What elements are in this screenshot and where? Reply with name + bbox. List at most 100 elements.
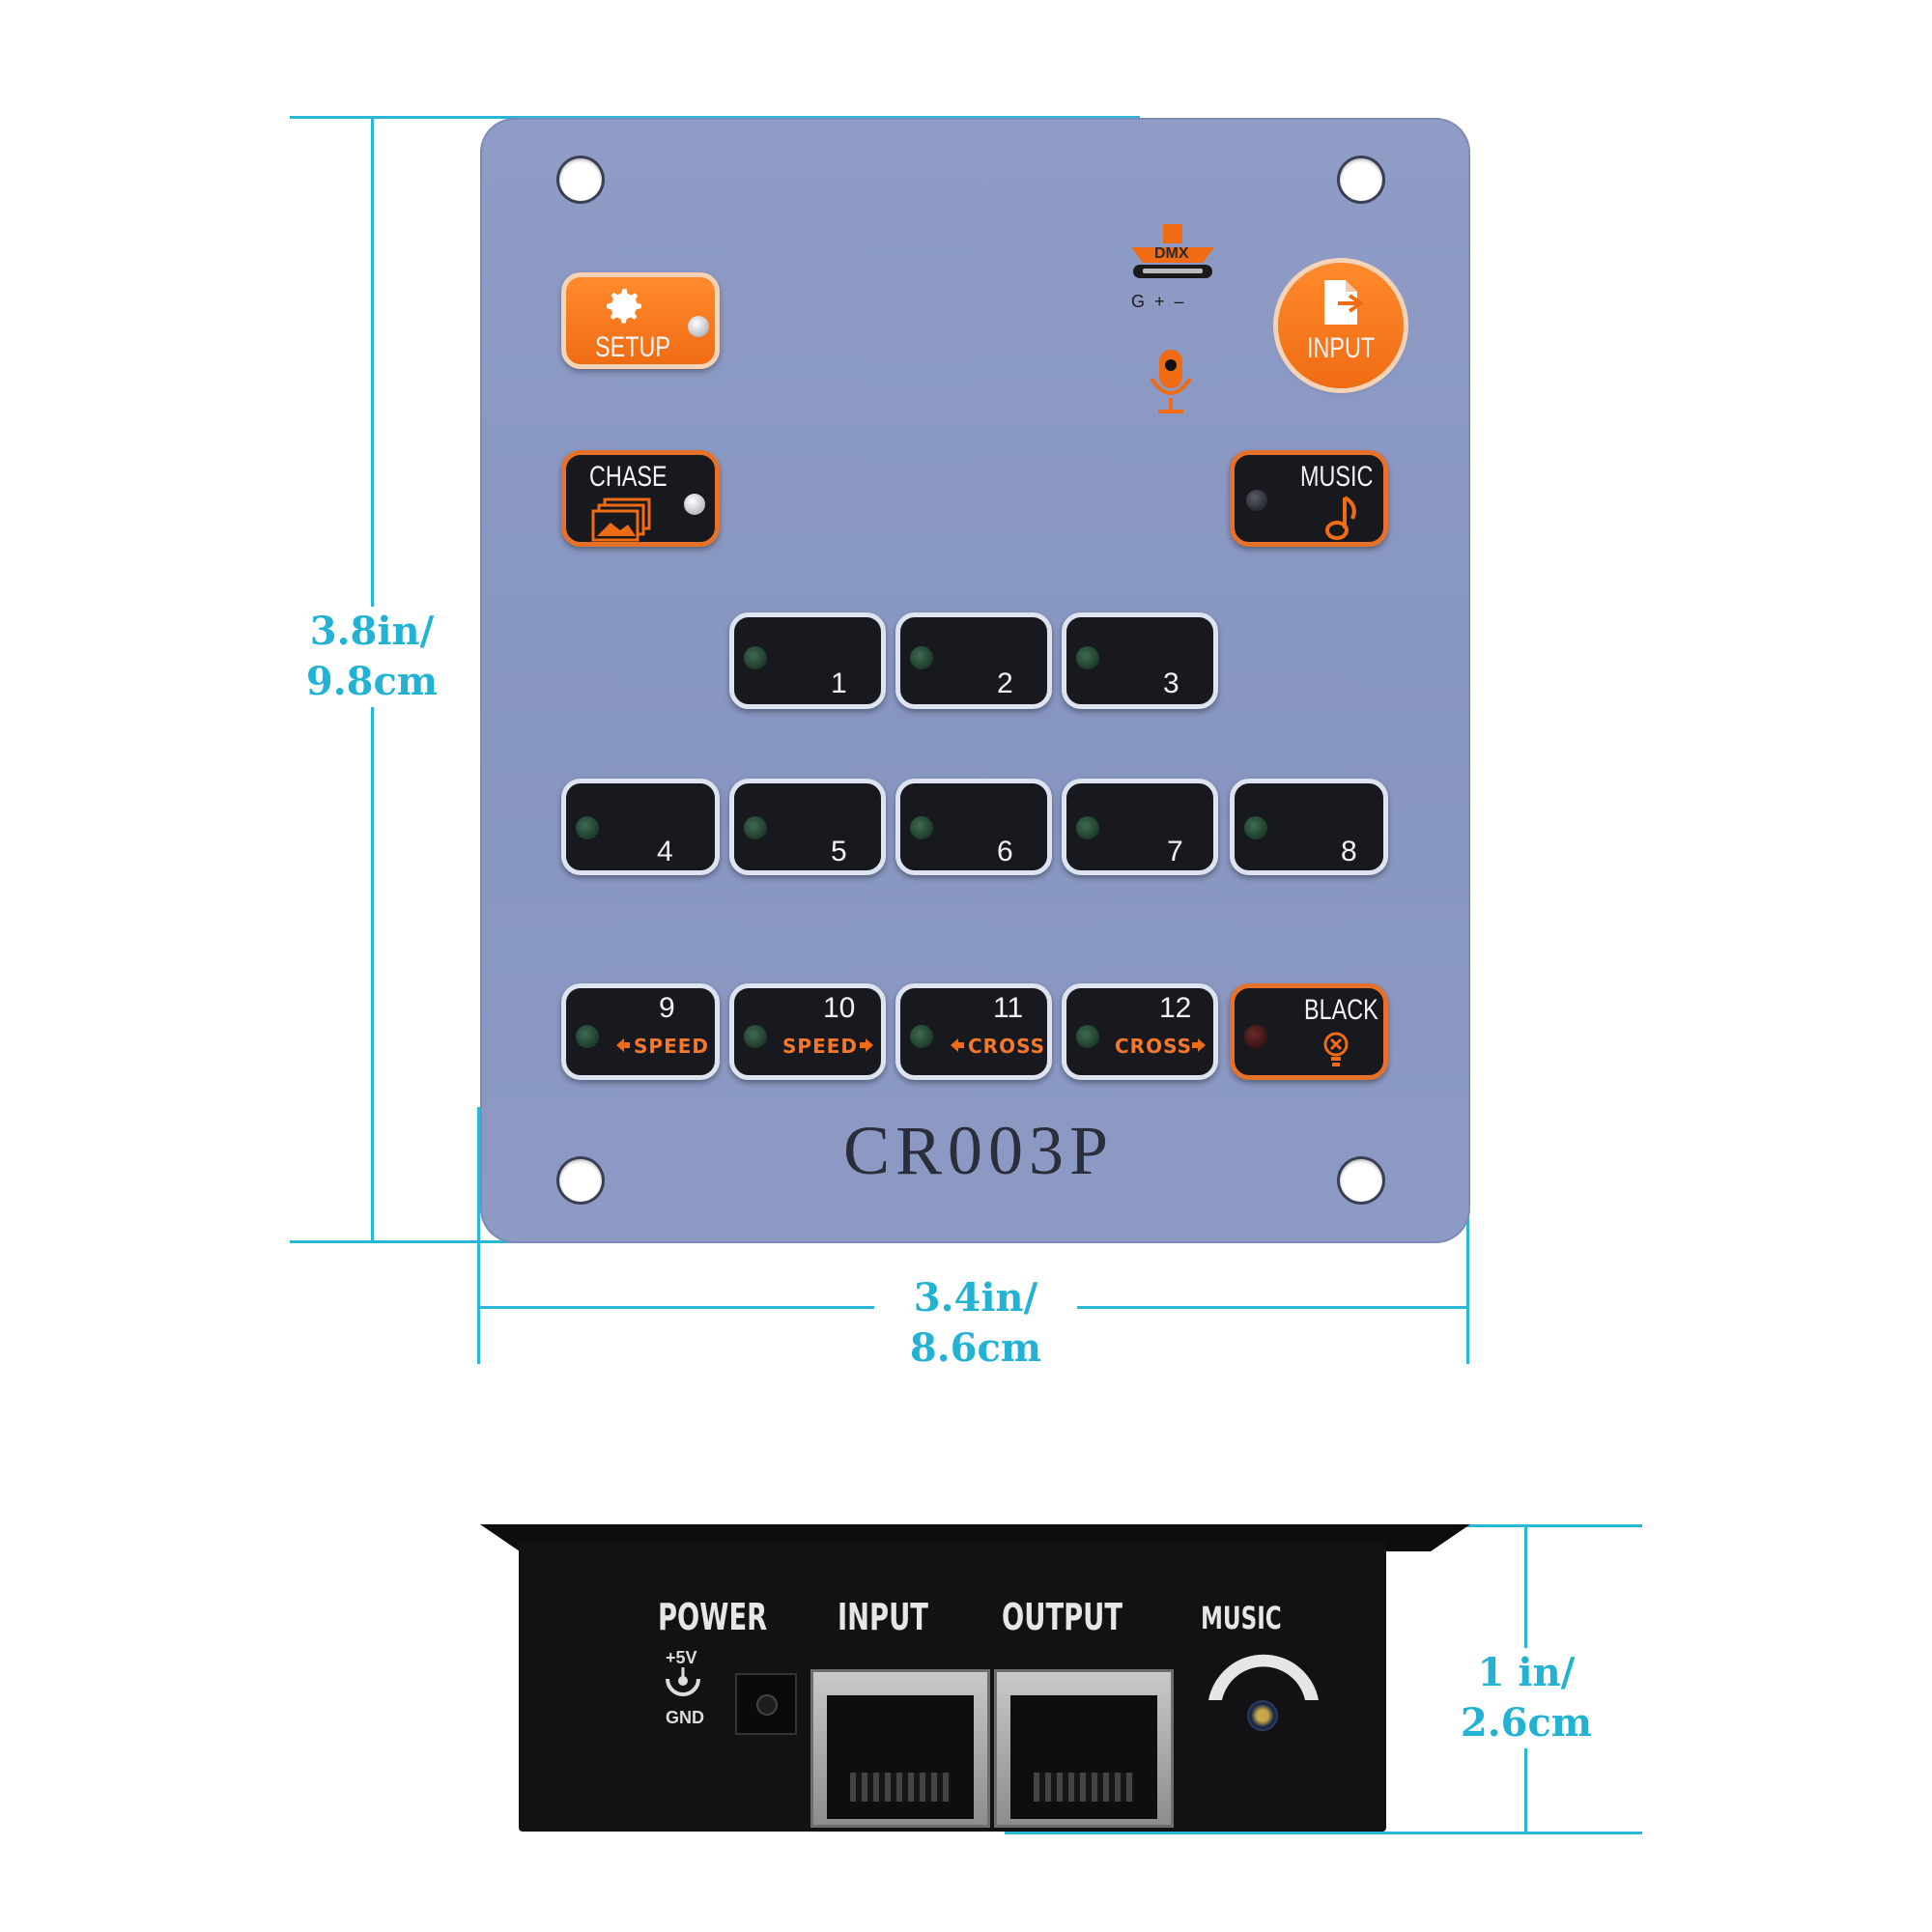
power-label: POWER bbox=[658, 1596, 768, 1638]
power-gnd-label: GND bbox=[666, 1708, 704, 1727]
dc-jack-hole bbox=[756, 1694, 778, 1716]
mount-hole-top-left bbox=[559, 158, 602, 201]
dim-width-inch: 3.4in/ bbox=[913, 1275, 1038, 1321]
dim-side-bottom-tick bbox=[1005, 1832, 1642, 1834]
black-led bbox=[1244, 1025, 1267, 1048]
input-port-socket bbox=[827, 1695, 974, 1819]
music-button[interactable]: MUSIC bbox=[1230, 450, 1388, 547]
scene-button-8[interactable]: 8 bbox=[1230, 779, 1388, 875]
sensitivity-arc-icon bbox=[1208, 1654, 1319, 1700]
dmx-pins-label: G + – bbox=[1131, 292, 1184, 311]
scene-button-1[interactable]: 1 bbox=[729, 612, 886, 709]
chase-label: CHASE bbox=[589, 461, 668, 493]
scene-led-8 bbox=[1244, 816, 1267, 839]
scene-led-1 bbox=[744, 646, 767, 669]
front-panel: SETUP DMX G + – INPUT CHASE bbox=[480, 118, 1470, 1243]
scene-button-6[interactable]: 6 bbox=[895, 779, 1052, 875]
dmx-connector: DMX G + – bbox=[1122, 224, 1224, 330]
speed-up-led bbox=[744, 1025, 767, 1048]
output-port-socket bbox=[1010, 1695, 1157, 1819]
dim-width-left-tick bbox=[477, 1107, 480, 1364]
input-port-label: INPUT bbox=[838, 1596, 928, 1638]
input-file-icon bbox=[1324, 280, 1363, 325]
speed-down-led bbox=[576, 1025, 599, 1048]
music-led bbox=[1246, 490, 1267, 511]
speed-down-label: SPEED bbox=[634, 1035, 709, 1058]
scene-button-4[interactable]: 4 bbox=[561, 779, 720, 875]
scene-led-2 bbox=[910, 646, 933, 669]
scene-led-5 bbox=[744, 816, 767, 839]
gear-icon bbox=[607, 289, 641, 324]
scene-led-6 bbox=[910, 816, 933, 839]
model-name: CR003P bbox=[842, 1112, 1115, 1189]
cross-up-button[interactable]: 12 CROSS bbox=[1062, 983, 1218, 1080]
scene-number-4: 4 bbox=[657, 836, 673, 867]
output-rj45-port[interactable] bbox=[994, 1669, 1174, 1828]
dmx-label: DMX bbox=[1154, 245, 1189, 262]
music-note-icon bbox=[1325, 496, 1356, 540]
images-icon bbox=[591, 497, 651, 542]
mount-hole-bottom-right bbox=[1340, 1159, 1382, 1202]
speed-up-label: SPEED bbox=[782, 1035, 858, 1058]
scene-button-2[interactable]: 2 bbox=[895, 612, 1052, 709]
black-label: BLACK bbox=[1304, 994, 1378, 1026]
dim-height-label: 3.8in/ 9.8cm bbox=[290, 607, 454, 707]
cross-down-led bbox=[910, 1025, 933, 1048]
speed-up-number: 10 bbox=[823, 992, 856, 1024]
setup-label: SETUP bbox=[595, 331, 671, 363]
scene-number-2: 2 bbox=[997, 668, 1013, 699]
dmx-plug-icon bbox=[1131, 224, 1214, 278]
chase-button[interactable]: CHASE bbox=[561, 450, 720, 547]
cross-up-label: CROSS bbox=[1115, 1035, 1192, 1058]
output-port-pins bbox=[1034, 1773, 1134, 1802]
arrow-right-icon bbox=[860, 1038, 873, 1052]
dim-side-cm: 2.6cm bbox=[1460, 1700, 1593, 1746]
scene-number-5: 5 bbox=[831, 836, 847, 867]
dim-side-label: 1 in/ 2.6cm bbox=[1459, 1648, 1594, 1748]
input-label: INPUT bbox=[1307, 332, 1376, 364]
speed-down-number: 9 bbox=[659, 992, 675, 1024]
dim-height-bottom-tick bbox=[290, 1240, 638, 1243]
scene-button-7[interactable]: 7 bbox=[1062, 779, 1218, 875]
input-button[interactable]: INPUT bbox=[1278, 263, 1404, 388]
output-port-label: OUTPUT bbox=[1002, 1596, 1123, 1638]
setup-button[interactable]: SETUP bbox=[561, 272, 720, 369]
cross-down-number: 11 bbox=[993, 992, 1024, 1024]
speed-down-button[interactable]: 9 SPEED bbox=[561, 983, 720, 1080]
input-port-pins bbox=[850, 1773, 951, 1802]
music-knob-label: MUSIC bbox=[1201, 1600, 1282, 1636]
dim-height-top-tick bbox=[290, 116, 1140, 119]
dim-width-right-tick bbox=[1466, 1107, 1469, 1364]
arrow-left-icon bbox=[616, 1038, 630, 1052]
music-sensitivity-knob[interactable] bbox=[1247, 1700, 1278, 1731]
speed-up-button[interactable]: 10 SPEED bbox=[729, 983, 886, 1080]
cross-up-led bbox=[1076, 1025, 1099, 1048]
dim-width-cm: 8.6cm bbox=[909, 1325, 1042, 1371]
scene-led-3 bbox=[1076, 646, 1099, 669]
dim-height-inch: 3.8in/ bbox=[309, 609, 435, 654]
mount-hole-top-right bbox=[1340, 158, 1382, 201]
scene-number-7: 7 bbox=[1167, 836, 1183, 867]
scene-button-5[interactable]: 5 bbox=[729, 779, 886, 875]
scene-number-6: 6 bbox=[997, 836, 1013, 867]
microphone-icon bbox=[1150, 350, 1192, 413]
input-rj45-port[interactable] bbox=[810, 1669, 990, 1828]
dc-polarity-icon bbox=[666, 1667, 700, 1696]
music-label: MUSIC bbox=[1300, 461, 1374, 493]
scene-number-1: 1 bbox=[831, 668, 847, 699]
rear-panel: POWER +5V GND INPUT OUTPUT MUSIC bbox=[519, 1542, 1386, 1832]
chase-led bbox=[684, 494, 705, 515]
black-button[interactable]: BLACK bbox=[1230, 983, 1388, 1080]
setup-led bbox=[688, 316, 709, 337]
bulb-off-icon bbox=[1323, 1032, 1349, 1066]
scene-led-7 bbox=[1076, 816, 1099, 839]
dim-width-label: 3.4in/ 8.6cm bbox=[874, 1273, 1077, 1374]
cross-up-number: 12 bbox=[1159, 992, 1192, 1024]
mount-hole-bottom-left bbox=[559, 1159, 602, 1202]
dim-height-cm: 9.8cm bbox=[305, 659, 439, 704]
arrow-right-icon bbox=[1192, 1038, 1206, 1052]
scene-number-8: 8 bbox=[1341, 836, 1357, 867]
scene-button-3[interactable]: 3 bbox=[1062, 612, 1218, 709]
dc-power-jack[interactable] bbox=[735, 1673, 797, 1735]
cross-down-button[interactable]: 11 CROSS bbox=[895, 983, 1052, 1080]
